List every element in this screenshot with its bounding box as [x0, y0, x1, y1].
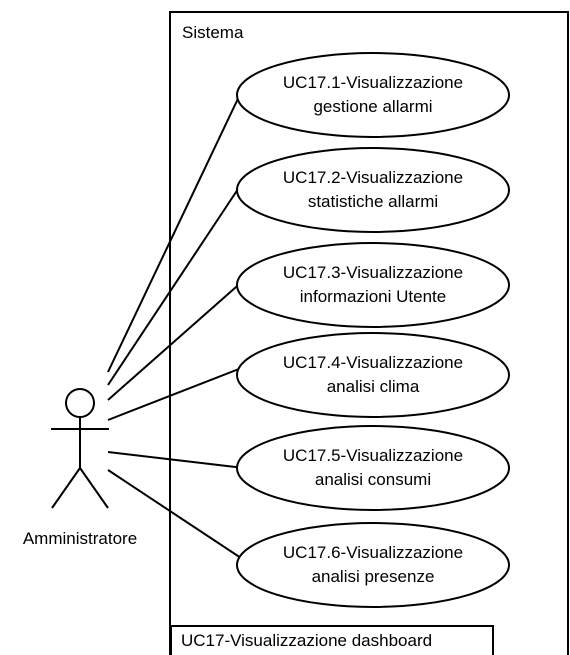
actor-left-leg — [51, 467, 81, 509]
use-case-subtitle: informazioni Utente — [300, 287, 446, 306]
use-case-subtitle: statistiche allarmi — [308, 192, 438, 211]
use-case-uc17-1[interactable]: UC17.1-Visualizzazione gestione allarmi — [236, 52, 510, 138]
use-case-subtitle: analisi clima — [327, 377, 420, 396]
use-case-uc17-2[interactable]: UC17.2-Visualizzazione statistiche allar… — [236, 147, 510, 233]
use-case-ellipse — [236, 147, 510, 233]
use-case-ellipse — [236, 242, 510, 328]
use-case-title: UC17.6-Visualizzazione — [283, 543, 463, 562]
association-uc17-6 — [107, 469, 245, 561]
use-case-subtitle: gestione allarmi — [313, 97, 432, 116]
association-uc17-5 — [107, 451, 245, 469]
use-case-uc17-6[interactable]: UC17.6-Visualizzazione analisi presenze — [236, 522, 510, 608]
actor-name: Amministratore — [23, 529, 137, 548]
association-uc17-4 — [107, 366, 245, 421]
use-case-title: UC17.3-Visualizzazione — [283, 263, 463, 282]
use-case-uc17-3[interactable]: UC17.3-Visualizzazione informazioni Uten… — [236, 242, 510, 328]
use-case-title: UC17.4-Visualizzazione — [283, 353, 463, 372]
use-case-uc17-4[interactable]: UC17.4-Visualizzazione analisi clima — [236, 332, 510, 418]
associations — [107, 85, 245, 561]
actor-head — [65, 388, 95, 418]
association-uc17-2 — [107, 179, 245, 386]
use-case-ellipse — [236, 522, 510, 608]
use-case-ellipse — [236, 332, 510, 418]
system-boundary — [169, 11, 569, 655]
use-case-subtitle: analisi presenze — [312, 567, 435, 586]
use-case-title: UC17.2-Visualizzazione — [283, 168, 463, 187]
use-case-subtitle: analisi consumi — [315, 470, 431, 489]
association-uc17-3 — [107, 279, 245, 401]
actor-figure[interactable] — [51, 388, 109, 509]
use-case-ellipse — [236, 425, 510, 511]
use-case-title: UC17.5-Visualizzazione — [283, 446, 463, 465]
actor-right-leg — [79, 467, 109, 509]
system-title: Sistema — [182, 23, 244, 42]
use-case-uc17-5[interactable]: UC17.5-Visualizzazione analisi consumi — [236, 425, 510, 511]
use-case-ellipse — [236, 52, 510, 138]
frame-label: UC17-Visualizzazione dashboard — [170, 625, 494, 655]
association-uc17-1 — [107, 85, 245, 373]
use-case-title: UC17.1-Visualizzazione — [283, 73, 463, 92]
